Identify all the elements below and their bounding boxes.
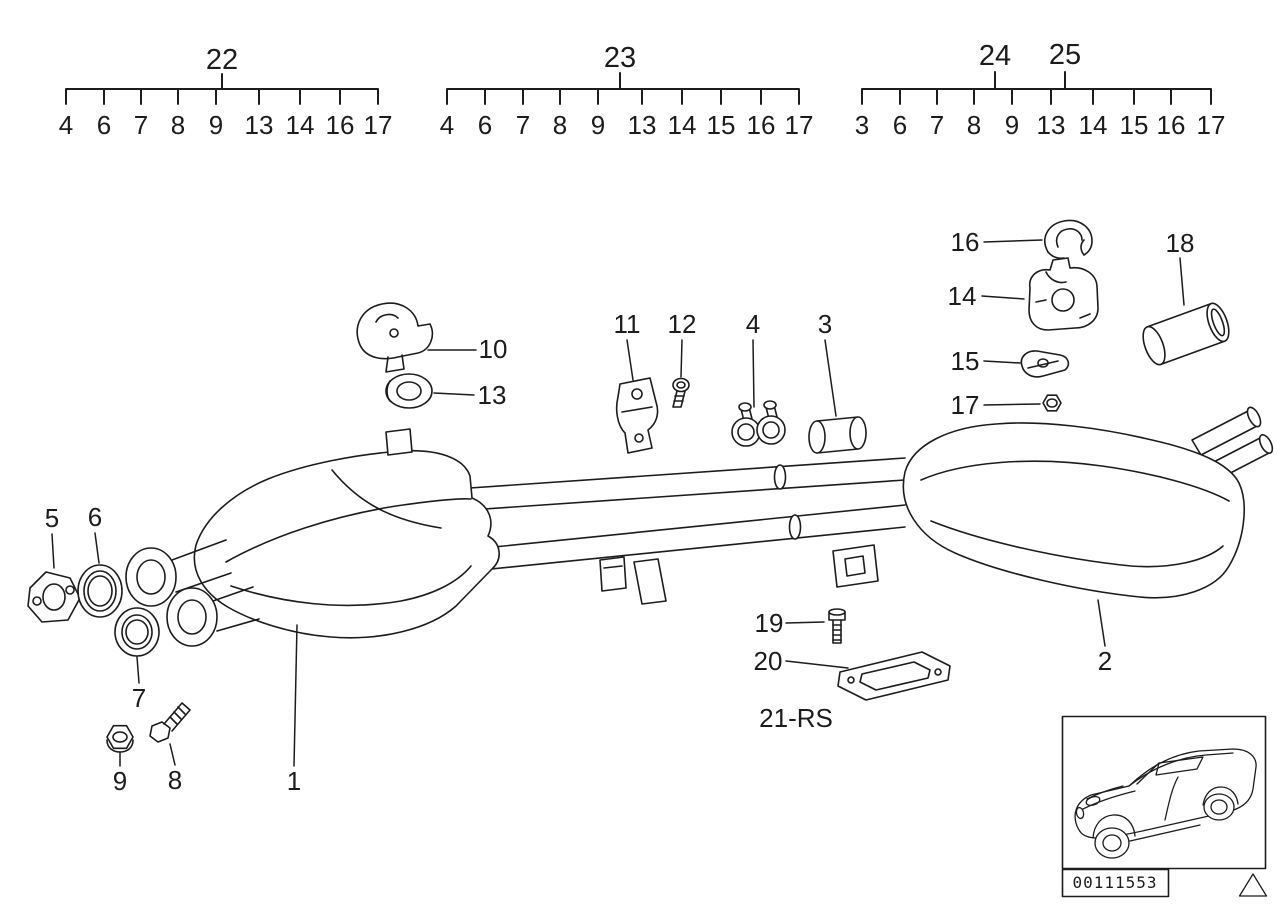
callout-11[interactable]: 11 (613, 309, 641, 339)
group-22-bracket (65, 73, 379, 105)
group22-num-17[interactable]: 17 (363, 110, 393, 140)
callout-19[interactable]: 19 (754, 608, 784, 638)
group22-num-16[interactable]: 16 (325, 110, 355, 140)
group22-num-9[interactable]: 9 (208, 110, 224, 140)
part-5-flange-gasket-drawing (27, 571, 81, 623)
group24-num-13[interactable]: 13 (1036, 110, 1066, 140)
callout-4[interactable]: 4 (745, 309, 761, 339)
callout-12[interactable]: 12 (667, 309, 697, 339)
group-24-25-bracket (861, 71, 1212, 105)
part-1-front-muffler-drawing (125, 428, 500, 647)
callout-8[interactable]: 8 (167, 765, 183, 795)
callout-2[interactable]: 2 (1097, 646, 1113, 676)
part-19-bolt-drawing (828, 608, 846, 644)
plate-code: 00111553 (1072, 873, 1158, 892)
group23-num-14[interactable]: 14 (667, 110, 697, 140)
part-2-rear-muffler-drawing (902, 422, 1245, 599)
group22-num-14[interactable]: 14 (285, 110, 315, 140)
group24-num-7[interactable]: 7 (929, 110, 945, 140)
group-25-label[interactable]: 25 (1048, 39, 1082, 71)
callout-3[interactable]: 3 (817, 309, 833, 339)
group-24-label[interactable]: 24 (978, 40, 1012, 72)
part-14-bracket-drawing (1028, 257, 1099, 331)
car-thumbnail (1074, 748, 1257, 859)
callout-5[interactable]: 5 (44, 503, 60, 533)
group23-num-15[interactable]: 15 (706, 110, 736, 140)
callout-16[interactable]: 16 (950, 227, 980, 257)
callout-15[interactable]: 15 (950, 346, 980, 376)
group24-num-15[interactable]: 15 (1119, 110, 1149, 140)
part-13-grommet-drawing (385, 373, 433, 409)
group24-num-9[interactable]: 9 (1004, 110, 1020, 140)
rear-pipe-bracket-drawing (832, 544, 879, 588)
part-7-gasket-ring-drawing (114, 607, 160, 657)
group24-num-6[interactable]: 6 (892, 110, 908, 140)
part-18-tailpipe-tip-drawing (1142, 302, 1230, 366)
group22-num-13[interactable]: 13 (244, 110, 274, 140)
part-9-nut-drawing (106, 724, 134, 753)
group23-num-16[interactable]: 16 (746, 110, 776, 140)
group23-num-17[interactable]: 17 (784, 110, 814, 140)
group23-num-9[interactable]: 9 (590, 110, 606, 140)
pipe-hanger-tabs-drawing (599, 556, 667, 605)
group23-num-13[interactable]: 13 (627, 110, 657, 140)
callout-10[interactable]: 10 (478, 334, 508, 364)
connecting-pipes-drawing (461, 457, 906, 573)
part-10-bracket-drawing (356, 302, 434, 373)
callout-17[interactable]: 17 (950, 390, 980, 420)
warning-triangle-icon (1238, 873, 1268, 897)
callout-21-rs[interactable]: 21-RS (759, 703, 833, 733)
group23-num-7[interactable]: 7 (515, 110, 531, 140)
part-20-bracket-drawing (837, 651, 951, 701)
callout-7[interactable]: 7 (131, 683, 147, 713)
group24-num-16[interactable]: 16 (1156, 110, 1186, 140)
part-4-clamps-drawing (731, 400, 786, 447)
group24-num-14[interactable]: 14 (1078, 110, 1108, 140)
group24-num-17[interactable]: 17 (1196, 110, 1226, 140)
part-11-bracket-drawing (615, 377, 659, 454)
group23-num-8[interactable]: 8 (552, 110, 568, 140)
callout-9[interactable]: 9 (112, 766, 128, 796)
plate-number-frame (1061, 868, 1170, 898)
group22-num-6[interactable]: 6 (96, 110, 112, 140)
callout-13[interactable]: 13 (477, 380, 507, 410)
part-8-bolt-drawing (149, 702, 191, 743)
part-16-clamp-drawing (1044, 219, 1093, 260)
leader-lines (51, 239, 1185, 767)
group-22-label[interactable]: 22 (205, 44, 239, 76)
group-23-label[interactable]: 23 (603, 42, 637, 74)
group22-num-7[interactable]: 7 (133, 110, 149, 140)
callout-1[interactable]: 1 (286, 766, 302, 796)
callout-6[interactable]: 6 (87, 502, 103, 532)
part-17-nut-drawing (1042, 394, 1062, 412)
group-23-bracket (446, 72, 800, 105)
group23-num-4[interactable]: 4 (439, 110, 455, 140)
group24-num-8[interactable]: 8 (966, 110, 982, 140)
part-12-bolt-drawing (672, 377, 690, 408)
part-6-gasket-ring-drawing (77, 564, 123, 618)
callout-18[interactable]: 18 (1165, 228, 1195, 258)
callout-14[interactable]: 14 (947, 281, 977, 311)
group22-num-4[interactable]: 4 (58, 110, 74, 140)
group22-num-8[interactable]: 8 (170, 110, 186, 140)
group24-num-3[interactable]: 3 (854, 110, 870, 140)
group23-num-6[interactable]: 6 (477, 110, 493, 140)
part-15-clamp-drawing (1020, 350, 1070, 378)
part-3-sleeve-drawing (808, 416, 867, 454)
callout-20[interactable]: 20 (753, 646, 783, 676)
